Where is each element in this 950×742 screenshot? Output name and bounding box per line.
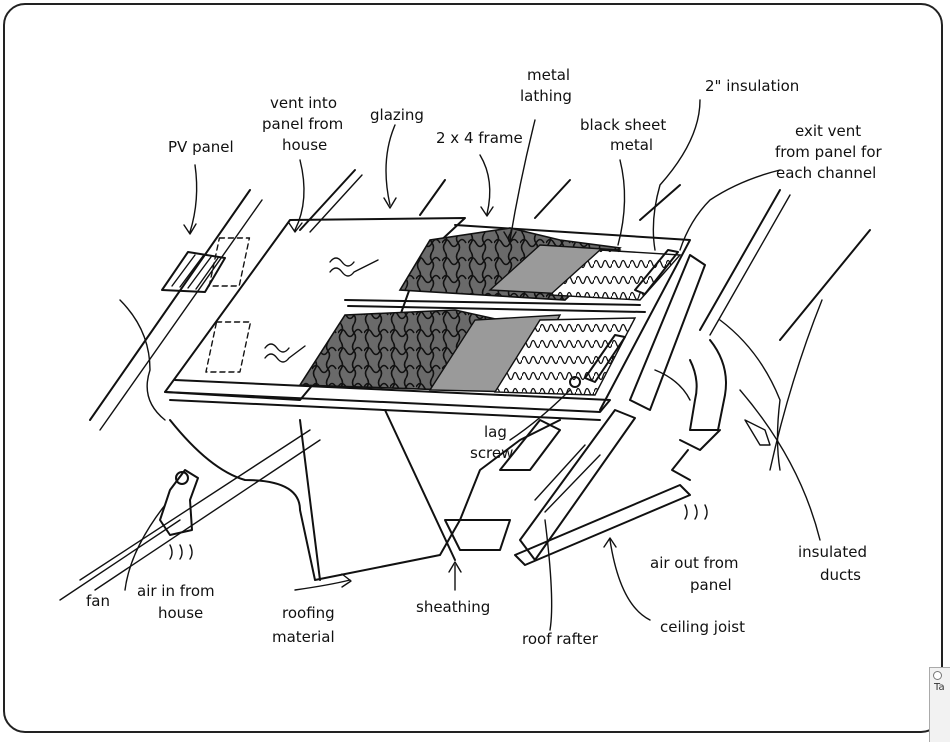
label-ducts-1: insulated bbox=[798, 543, 867, 561]
label-exit-vent-2: from panel for bbox=[775, 143, 883, 161]
label-vent-into-2: panel from bbox=[262, 115, 343, 133]
label-metal-lathing-1: metal bbox=[527, 66, 570, 84]
label-lag-screw-2: screw bbox=[470, 444, 513, 462]
label-vent-into-1: vent into bbox=[270, 94, 337, 112]
label-air-in-1: air in from bbox=[137, 582, 215, 600]
label-insulation: 2" insulation bbox=[705, 77, 799, 95]
labels: PV panel vent into panel from house glaz… bbox=[86, 66, 883, 648]
label-fan: fan bbox=[86, 592, 110, 610]
label-pv-panel: PV panel bbox=[168, 138, 234, 156]
window-tab-label: Ta bbox=[934, 682, 945, 693]
partial-window-edge: Ta bbox=[929, 667, 950, 742]
fan-unit bbox=[159, 469, 708, 560]
pv-panel bbox=[161, 251, 226, 293]
label-sheathing: sheathing bbox=[416, 598, 490, 616]
label-air-out-1: air out from bbox=[650, 554, 739, 572]
label-vent-into-3: house bbox=[282, 136, 327, 154]
label-black-sheet-2: metal bbox=[610, 136, 653, 154]
label-air-in-2: house bbox=[158, 604, 203, 622]
label-frame: 2 x 4 frame bbox=[436, 129, 523, 147]
label-exit-vent-3: each channel bbox=[776, 164, 876, 182]
label-air-out-2: panel bbox=[690, 576, 732, 594]
label-glazing: glazing bbox=[370, 106, 424, 124]
label-exit-vent-1: exit vent bbox=[795, 122, 861, 140]
label-roofing-1: roofing bbox=[282, 604, 335, 622]
label-roof-rafter: roof rafter bbox=[522, 630, 599, 648]
roof-structure bbox=[169, 319, 781, 581]
label-metal-lathing-2: lathing bbox=[520, 87, 572, 105]
label-roofing-2: material bbox=[272, 628, 335, 646]
window-button-icon bbox=[933, 671, 942, 680]
collector-panel bbox=[164, 217, 727, 481]
label-ceiling-joist: ceiling joist bbox=[660, 618, 745, 636]
label-ducts-2: ducts bbox=[820, 566, 861, 584]
label-lag-screw-1: lag bbox=[484, 423, 507, 441]
label-black-sheet-1: black sheet bbox=[580, 116, 666, 134]
leader-arrows bbox=[124, 99, 823, 631]
roof-background-lines bbox=[59, 169, 871, 601]
